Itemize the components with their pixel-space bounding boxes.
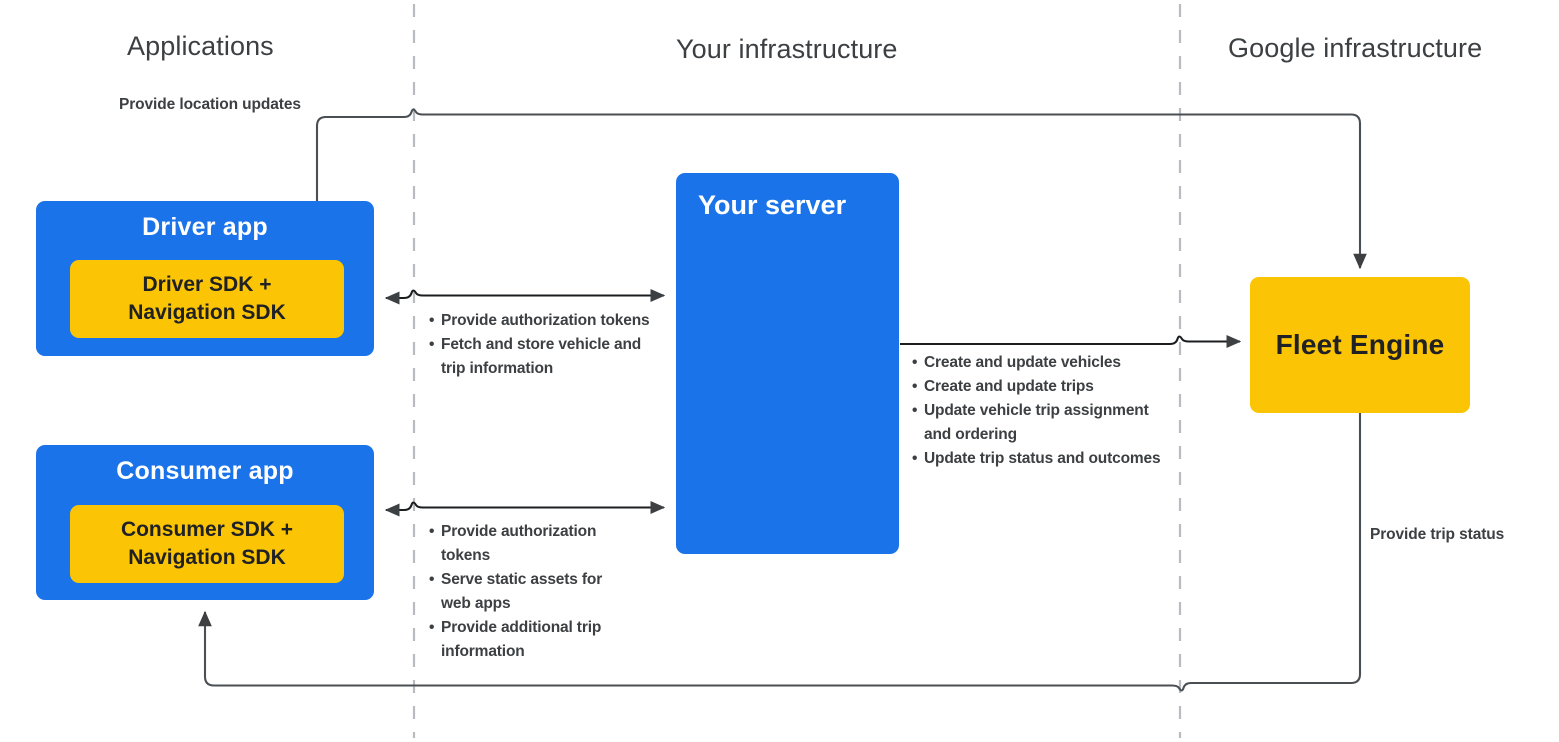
bullet-item: Update trip status and outcomes	[912, 447, 1162, 471]
zone-label-google-infrastructure: Google infrastructure	[1228, 33, 1483, 63]
bullet-item: Fetch and store vehicle and trip informa…	[429, 333, 654, 381]
node-consumer-sdk[interactable]: Consumer SDK +Navigation SDK	[70, 505, 344, 583]
bullet-item: Provide authorization tokens	[429, 520, 629, 568]
node-your-server[interactable]	[676, 173, 899, 554]
your-server-title: Your server	[698, 190, 847, 220]
zone-label-applications: Applications	[127, 31, 274, 61]
bullet-item: Create and update trips	[912, 375, 1162, 399]
bullet-item: Provide additional trip information	[429, 616, 629, 664]
flow-server-fleetengine	[900, 335, 1242, 348]
zone-label-your-infrastructure: Your infrastructure	[676, 34, 898, 64]
driver-sdk-label: Driver SDK +Navigation SDK	[128, 273, 286, 324]
bullet-item: Serve static assets for web apps	[429, 568, 629, 616]
flow-label-location-updates: Provide location updates	[119, 96, 301, 113]
flow-label-trip-status: Provide trip status	[1370, 526, 1505, 543]
bullet-item: Provide authorization tokens	[429, 309, 654, 333]
consumer-app-title: Consumer app	[116, 457, 294, 485]
consumer-sdk-label: Consumer SDK +Navigation SDK	[120, 518, 294, 569]
node-fleet-engine[interactable]: Fleet Engine	[1250, 277, 1470, 413]
bullets-consumer-to-server: Provide authorization tokensServe static…	[429, 520, 629, 664]
node-driver-sdk[interactable]: Driver SDK +Navigation SDK	[70, 260, 344, 338]
bullets-driver-to-server: Provide authorization tokensFetch and st…	[429, 309, 654, 381]
bullet-item: Create and update vehicles	[912, 351, 1162, 375]
flow-consumer-server	[384, 501, 666, 517]
fleet-engine-label: Fleet Engine	[1275, 329, 1445, 360]
bullet-item: Update vehicle trip assignment and order…	[912, 399, 1162, 447]
flow-driver-server	[384, 289, 666, 305]
driver-app-title: Driver app	[142, 213, 268, 241]
bullets-server-to-fleet-engine: Create and update vehiclesCreate and upd…	[912, 351, 1162, 471]
